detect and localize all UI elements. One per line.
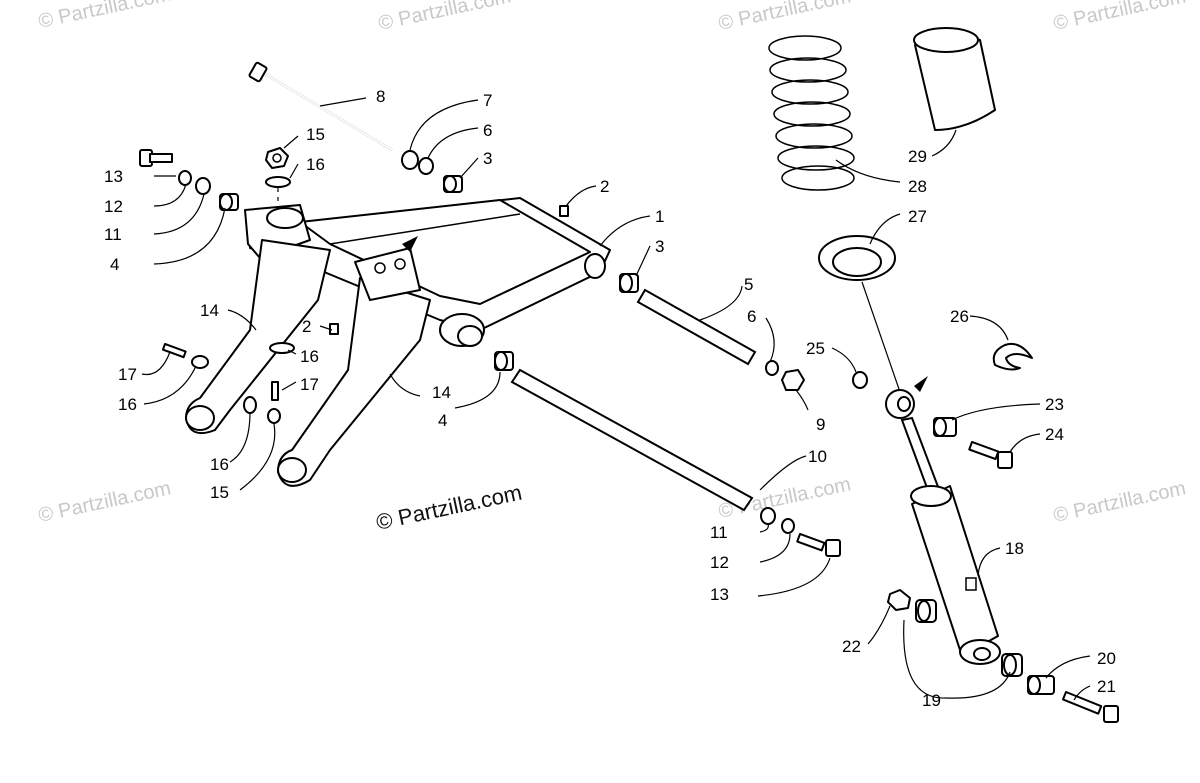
part-23-bushing [933,417,957,437]
part-18-shock [861,281,1001,665]
part-11-washer-right [760,507,776,525]
part-16-washer-left [191,355,209,369]
callout-2-lower: 2 [302,317,311,336]
callout-8: 8 [376,87,385,106]
part-13-bolt-left [139,149,173,167]
callout-16-left: 16 [118,395,137,414]
callouts: 8 7 6 3 2 1 3 5 6 9 10 11 12 13 13 12 11… [104,87,1116,710]
part-4-bushing-left [219,193,239,211]
callout-16-top: 16 [306,155,325,174]
part-21-bolt [1062,691,1119,723]
callout-24: 24 [1045,425,1064,444]
part-15-nut-low [267,408,281,424]
callout-1: 1 [655,207,664,226]
part-3-bushing-upper [443,175,463,193]
callout-11-right: 11 [710,523,728,542]
callout-3-lower: 3 [655,237,664,256]
watermark-top-1: © Partzilla.com [36,0,172,33]
part-11-washer-left [195,177,211,195]
watermark-top-4: © Partzilla.com [1051,0,1187,35]
callout-13-right: 13 [710,585,729,604]
part-2-fitting-upper [559,205,569,217]
part-17-screw-mid [271,381,279,401]
callout-23: 23 [1045,395,1064,414]
part-6-bushing-right [765,360,779,376]
part-1-swing-arm [244,197,611,347]
callout-29: 29 [908,147,927,166]
part-14-arm-left [185,239,331,434]
part-22-nut [887,589,911,611]
part-19-bushing-left [915,599,937,623]
callout-15-top: 15 [306,125,325,144]
part-10-shaft [510,368,754,512]
part-15-nut-top [265,147,289,169]
callout-18: 18 [1005,539,1024,558]
callout-19: 19 [922,691,941,710]
callout-12-right: 12 [710,553,729,572]
part-29-bump-stop [913,27,996,131]
callout-6-upper: 6 [483,121,492,140]
part-16-washer-top [265,176,291,188]
callout-13-left: 13 [104,167,123,186]
callout-4-left: 4 [110,255,119,274]
part-19-bushing-right [1001,653,1023,677]
leader-lines [141,97,1091,701]
part-7-washer [401,150,419,170]
watermark-top-2: © Partzilla.com [376,0,512,35]
part-2-fitting-lower [329,323,339,335]
part-9-nut [781,369,805,391]
part-3-bushing-right [619,273,639,293]
callout-9: 9 [816,415,825,434]
part-8-long-bolt [248,61,393,151]
part-20-sleeve [1027,675,1055,695]
callout-21: 21 [1097,677,1116,696]
callout-14-right: 14 [432,383,451,402]
part-12-washer-left [178,170,192,186]
callout-10: 10 [808,447,827,466]
callout-20: 20 [1097,649,1116,668]
part-27-spring-seat [818,235,896,281]
part-17-screw-left [161,342,187,359]
watermark-mid-left: © Partzilla.com [36,477,172,527]
callout-11-left: 11 [104,225,122,244]
part-26-clip [992,342,1033,371]
arrow-marker-right [914,376,928,392]
callout-12-left: 12 [104,197,123,216]
callout-27: 27 [908,207,927,226]
callout-25: 25 [806,339,825,358]
part-12-washer-right [781,518,795,534]
callout-22: 22 [842,637,861,656]
callout-26: 26 [950,307,969,326]
callout-7: 7 [483,91,492,110]
callout-2-upper: 2 [600,177,609,196]
callout-6-lower: 6 [747,307,756,326]
callout-16-low: 16 [210,455,229,474]
part-25-spacer [852,371,868,389]
callout-4-lower: 4 [438,411,447,430]
part-13-bolt-right [796,532,841,557]
arrow-marker-left [402,236,418,252]
watermark-top-3: © Partzilla.com [716,0,852,35]
callout-3-upper: 3 [483,149,492,168]
callout-17-mid: 17 [300,375,319,394]
callout-15-low: 15 [210,483,229,502]
callout-28: 28 [908,177,927,196]
callout-5: 5 [744,275,753,294]
part-14-arm-right [277,277,431,487]
callout-14-left: 14 [200,301,219,320]
watermark-mid-right: © Partzilla.com [1051,477,1187,527]
part-16-washer-low [243,396,257,414]
part-28-spring [768,35,855,191]
callout-17-left: 17 [118,365,137,384]
part-5-shaft [636,288,757,366]
part-4-bushing-lower [494,351,514,371]
watermark-main: © Partzilla.com [374,480,524,535]
callout-16-mid: 16 [300,347,319,366]
part-24-bolt [968,440,1013,469]
part-6-bushing [418,157,434,175]
